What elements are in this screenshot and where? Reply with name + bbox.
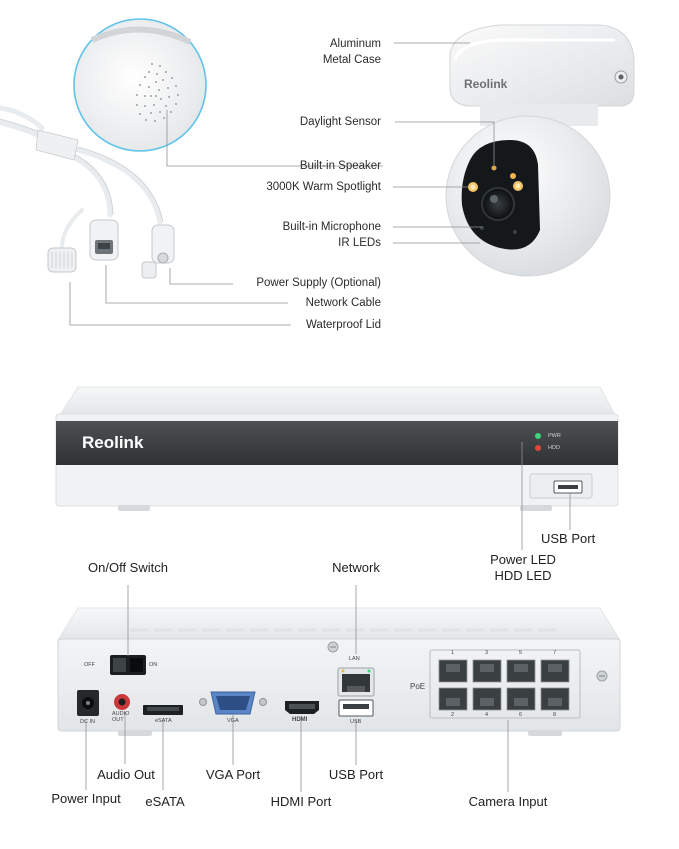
poe-port-5: 5 <box>519 650 523 656</box>
label-esata: eSATA <box>145 794 185 809</box>
speaker-zoom-illustration <box>73 18 207 152</box>
back-leader-lines <box>85 585 509 792</box>
poe-port-3: 3 <box>485 650 489 656</box>
mark-hdd: HDD <box>548 445 560 451</box>
mark-lan: LAN <box>349 656 360 662</box>
mark-dc-in: DC IN <box>80 719 95 725</box>
front-leader-lines <box>521 442 571 550</box>
poe-port-4: 4 <box>485 712 489 718</box>
mark-usb: USB <box>350 719 362 725</box>
ptz-camera-illustration <box>445 24 635 277</box>
label-back-usb-port: USB Port <box>328 767 384 782</box>
label-vga-port: VGA Port <box>205 767 261 782</box>
label-front-leds: Power LED HDD LED <box>490 552 556 583</box>
label-daylight-sensor: Daylight Sensor <box>299 116 381 128</box>
label-power-supply: Power Supply (Optional) <box>256 277 381 289</box>
poe-port-1: 1 <box>451 650 455 656</box>
label-waterproof-lid: Waterproof Lid <box>306 319 381 331</box>
nvr-back-illustration <box>57 607 621 736</box>
mark-esata: eSATA <box>155 718 172 724</box>
camera-brand-logo: Reolink <box>464 77 508 91</box>
network-connector <box>89 219 119 261</box>
poe-port-7: 7 <box>553 650 557 656</box>
label-network-cable: Network Cable <box>305 297 381 309</box>
mark-audio-out: AUDIO OUT <box>112 711 130 723</box>
mark-poe: PoE <box>410 682 426 691</box>
label-audio-out: Audio Out <box>97 767 155 782</box>
label-front-usb-port: USB Port <box>541 531 596 546</box>
waterproof-lid <box>47 247 77 273</box>
mark-pwr: PWR <box>548 433 561 439</box>
power-connector <box>141 224 175 279</box>
poe-port-8: 8 <box>553 712 557 718</box>
poe-port-2: 2 <box>451 712 455 718</box>
mark-on: ON <box>149 662 158 668</box>
label-microphone: Built-in Microphone <box>282 221 381 233</box>
label-camera-input: Camera Input <box>468 794 548 809</box>
mark-off: OFF <box>84 662 95 668</box>
poe-port-6: 6 <box>519 712 523 718</box>
label-hdmi-port: HDMI Port <box>270 794 332 809</box>
label-on-off-switch: On/Off Switch <box>88 560 168 575</box>
label-spotlight: 3000K Warm Spotlight <box>266 181 381 193</box>
mark-vga: VGA <box>227 718 239 724</box>
label-network: Network <box>332 560 380 575</box>
label-power-input: Power Input <box>51 791 121 806</box>
nvr-front-illustration <box>55 386 619 511</box>
camera-leader-lines <box>69 42 495 326</box>
nvr-brand-logo: Reolink <box>82 433 144 452</box>
label-aluminum-case: Aluminum Metal Case <box>322 38 381 66</box>
label-ir-leds: IR LEDs <box>338 237 381 249</box>
label-speaker: Built-in Speaker <box>299 160 381 172</box>
mark-hdmi: HDMI <box>292 717 308 723</box>
